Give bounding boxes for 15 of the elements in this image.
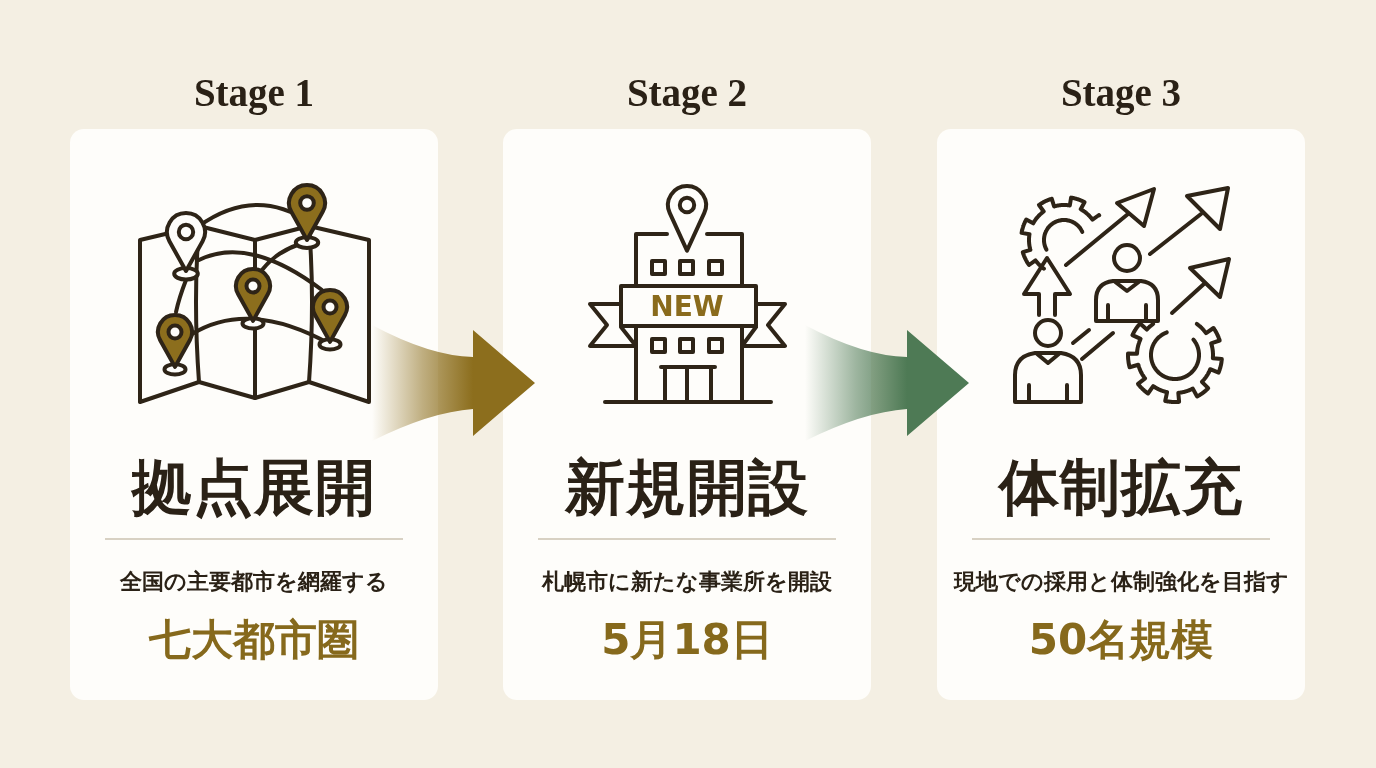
stage-heading: Stage 3 xyxy=(1060,70,1182,116)
arrow xyxy=(805,325,969,441)
description-text: 札幌市に新たな事業所を開設 xyxy=(542,569,832,595)
arrow xyxy=(372,325,535,441)
stage-heading: Stage 2 xyxy=(626,70,748,116)
banner-text: NEW xyxy=(650,293,724,321)
stage-title: 新規開設 xyxy=(565,452,809,522)
stage-title: 体制拡充 xyxy=(999,452,1243,522)
description-text: 全国の主要都市を網羅する xyxy=(120,569,388,595)
stage-title: 拠点展開 xyxy=(132,452,376,522)
highlight-text: 5月18日 xyxy=(601,615,773,665)
highlight-text: 七大都市圏 xyxy=(149,615,359,665)
stage-heading: Stage 1 xyxy=(193,70,315,116)
description-text: 現地での採用と体制強化を目指す xyxy=(953,569,1289,595)
highlight-text: 50名規模 xyxy=(1028,615,1214,665)
